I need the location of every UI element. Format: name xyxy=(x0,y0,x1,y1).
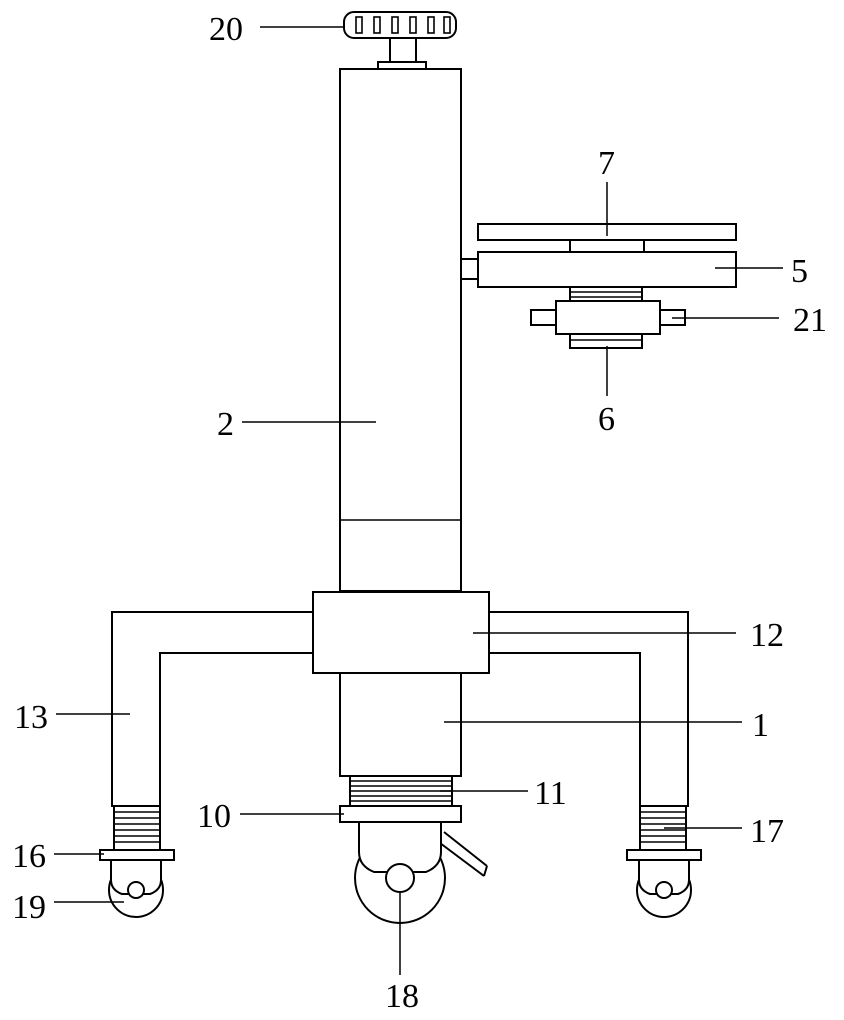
label-20: 20 xyxy=(209,11,243,48)
adjustment-knob xyxy=(343,11,457,70)
label-6: 6 xyxy=(598,401,615,438)
left-plate xyxy=(99,849,175,861)
centre-spring xyxy=(349,775,453,807)
label-18: 18 xyxy=(385,978,419,1015)
label-1: 1 xyxy=(752,707,769,744)
label-5: 5 xyxy=(791,253,808,290)
label-17: 17 xyxy=(750,813,784,850)
upper-column xyxy=(339,68,462,592)
left-spring xyxy=(113,805,161,851)
label-21: 21 xyxy=(793,302,827,339)
label-16: 16 xyxy=(12,838,46,875)
label-11: 11 xyxy=(534,775,567,812)
right-caster xyxy=(636,859,692,918)
mounting-plate xyxy=(339,805,462,823)
lower-column xyxy=(339,671,462,777)
label-2: 2 xyxy=(217,406,234,443)
collar-block xyxy=(312,591,490,674)
left-caster xyxy=(108,859,164,918)
support-legs xyxy=(111,611,689,807)
reference-numerals: 20 7 5 21 6 2 12 13 1 11 10 17 16 19 18 xyxy=(12,11,827,1015)
leader-lines xyxy=(54,26,783,975)
label-7: 7 xyxy=(598,145,615,182)
label-19: 19 xyxy=(12,889,46,926)
label-13: 13 xyxy=(14,699,48,736)
centre-caster xyxy=(354,821,488,924)
label-10: 10 xyxy=(197,798,231,835)
side-bracket-assembly xyxy=(460,223,737,349)
label-12: 12 xyxy=(750,617,784,654)
right-plate xyxy=(626,849,702,861)
